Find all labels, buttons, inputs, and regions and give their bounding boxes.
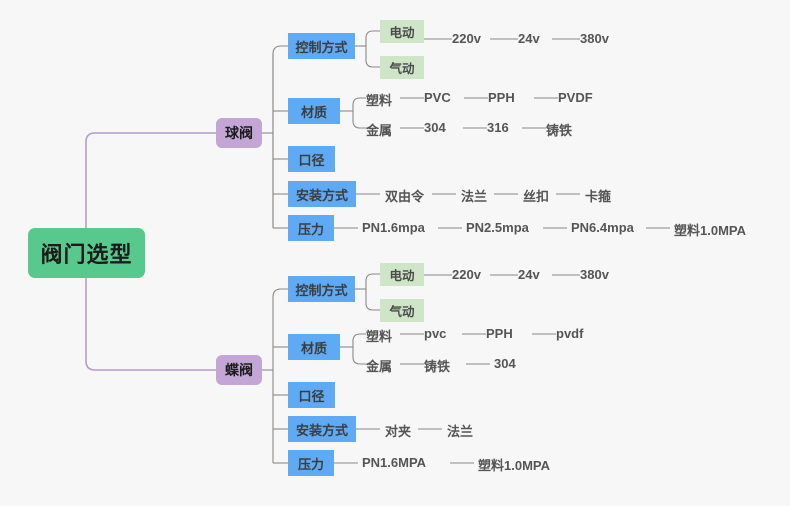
category-node-diameter[interactable]: 口径 — [288, 146, 335, 172]
subnode-electric[interactable]: 电动 — [380, 20, 424, 43]
category-node-label: 控制方式 — [295, 39, 348, 55]
category-node-label: 材质 — [300, 104, 327, 120]
subnode-label: 气动 — [389, 62, 415, 76]
leaf-plastic-10mpa[interactable]: 塑料1.0MPA — [674, 223, 746, 238]
group-label-plastic-2[interactable]: 塑料 — [366, 329, 393, 344]
leaf-316[interactable]: 316 — [487, 120, 509, 135]
group-label-metal-2[interactable]: 金属 — [366, 359, 393, 374]
category-node-pressure-2[interactable]: 压力 — [288, 450, 334, 476]
leaf-pph-2[interactable]: PPH — [486, 326, 513, 341]
root-node[interactable]: 阀门选型 — [28, 228, 145, 278]
leaf-304-2[interactable]: 304 — [494, 356, 516, 371]
branch-node-ball-valve[interactable]: 球阀 — [216, 118, 262, 148]
category-node-label: 安装方式 — [295, 187, 348, 203]
root-node-label: 阀门选型 — [40, 242, 133, 267]
leaf-pn64mpa[interactable]: PN6.4mpa — [571, 220, 634, 235]
leaf-pvdf-2[interactable]: pvdf — [556, 326, 584, 341]
leaf-220v[interactable]: 220v — [452, 31, 481, 46]
category-node-diameter-2[interactable]: 口径 — [288, 382, 335, 408]
leaf-wafer[interactable]: 对夹 — [385, 424, 412, 439]
leaf-24v-2[interactable]: 24v — [518, 267, 540, 282]
category-node-installation-2[interactable]: 安装方式 — [288, 416, 356, 442]
group-label-metal[interactable]: 金属 — [366, 123, 393, 138]
subnode-label: 电动 — [389, 26, 415, 40]
subnode-label: 电动 — [389, 269, 415, 283]
leaf-380v-2[interactable]: 380v — [580, 267, 609, 282]
branch-node-label: 球阀 — [225, 125, 253, 141]
category-node-material-2[interactable]: 材质 — [288, 334, 340, 360]
category-node-label: 安装方式 — [295, 422, 348, 438]
branch-node-label: 蝶阀 — [225, 362, 253, 378]
category-node-installation[interactable]: 安装方式 — [288, 181, 356, 207]
leaf-thread[interactable]: 丝扣 — [523, 189, 550, 204]
category-node-label: 口径 — [298, 388, 325, 404]
branch-node-butterfly-valve[interactable]: 蝶阀 — [216, 355, 262, 385]
group-label-plastic[interactable]: 塑料 — [366, 93, 393, 108]
leaf-24v[interactable]: 24v — [518, 31, 540, 46]
category-node-label: 材质 — [300, 340, 327, 356]
leaf-pvdf[interactable]: PVDF — [558, 90, 593, 105]
leaf-pvc-2[interactable]: pvc — [424, 326, 447, 341]
leaf-380v[interactable]: 380v — [580, 31, 609, 46]
leaf-pn25mpa[interactable]: PN2.5mpa — [466, 220, 529, 235]
leaf-clamp[interactable]: 卡箍 — [585, 189, 612, 204]
category-node-material[interactable]: 材质 — [288, 98, 340, 124]
subnode-pneumatic-2[interactable]: 气动 — [380, 299, 424, 322]
leaf-flange-2[interactable]: 法兰 — [447, 424, 474, 439]
leaf-pn16mpa-2[interactable]: PN1.6MPA — [362, 455, 427, 470]
leaf-pph[interactable]: PPH — [488, 90, 515, 105]
leaf-pvc[interactable]: PVC — [424, 90, 451, 105]
category-node-pressure[interactable]: 压力 — [288, 215, 334, 241]
subnode-pneumatic[interactable]: 气动 — [380, 56, 424, 79]
leaf-flange[interactable]: 法兰 — [461, 189, 488, 204]
leaf-304[interactable]: 304 — [424, 120, 446, 135]
leaf-cast-iron-2[interactable]: 铸铁 — [424, 359, 451, 374]
leaf-220v-2[interactable]: 220v — [452, 267, 481, 282]
leaf-double-union[interactable]: 双由令 — [385, 189, 425, 204]
category-node-control-method-2[interactable]: 控制方式 — [288, 276, 355, 302]
leaf-pn16mpa[interactable]: PN1.6mpa — [362, 220, 425, 235]
subnode-electric-2[interactable]: 电动 — [380, 263, 424, 286]
leaf-plastic-10mpa-2[interactable]: 塑料1.0MPA — [478, 458, 550, 473]
category-node-label: 压力 — [297, 456, 324, 472]
subnode-label: 气动 — [389, 305, 415, 319]
category-node-control-method[interactable]: 控制方式 — [288, 33, 355, 59]
category-node-label: 压力 — [297, 221, 324, 237]
leaf-cast-iron[interactable]: 铸铁 — [546, 123, 573, 138]
category-node-label: 口径 — [298, 152, 325, 168]
category-node-label: 控制方式 — [295, 282, 348, 298]
